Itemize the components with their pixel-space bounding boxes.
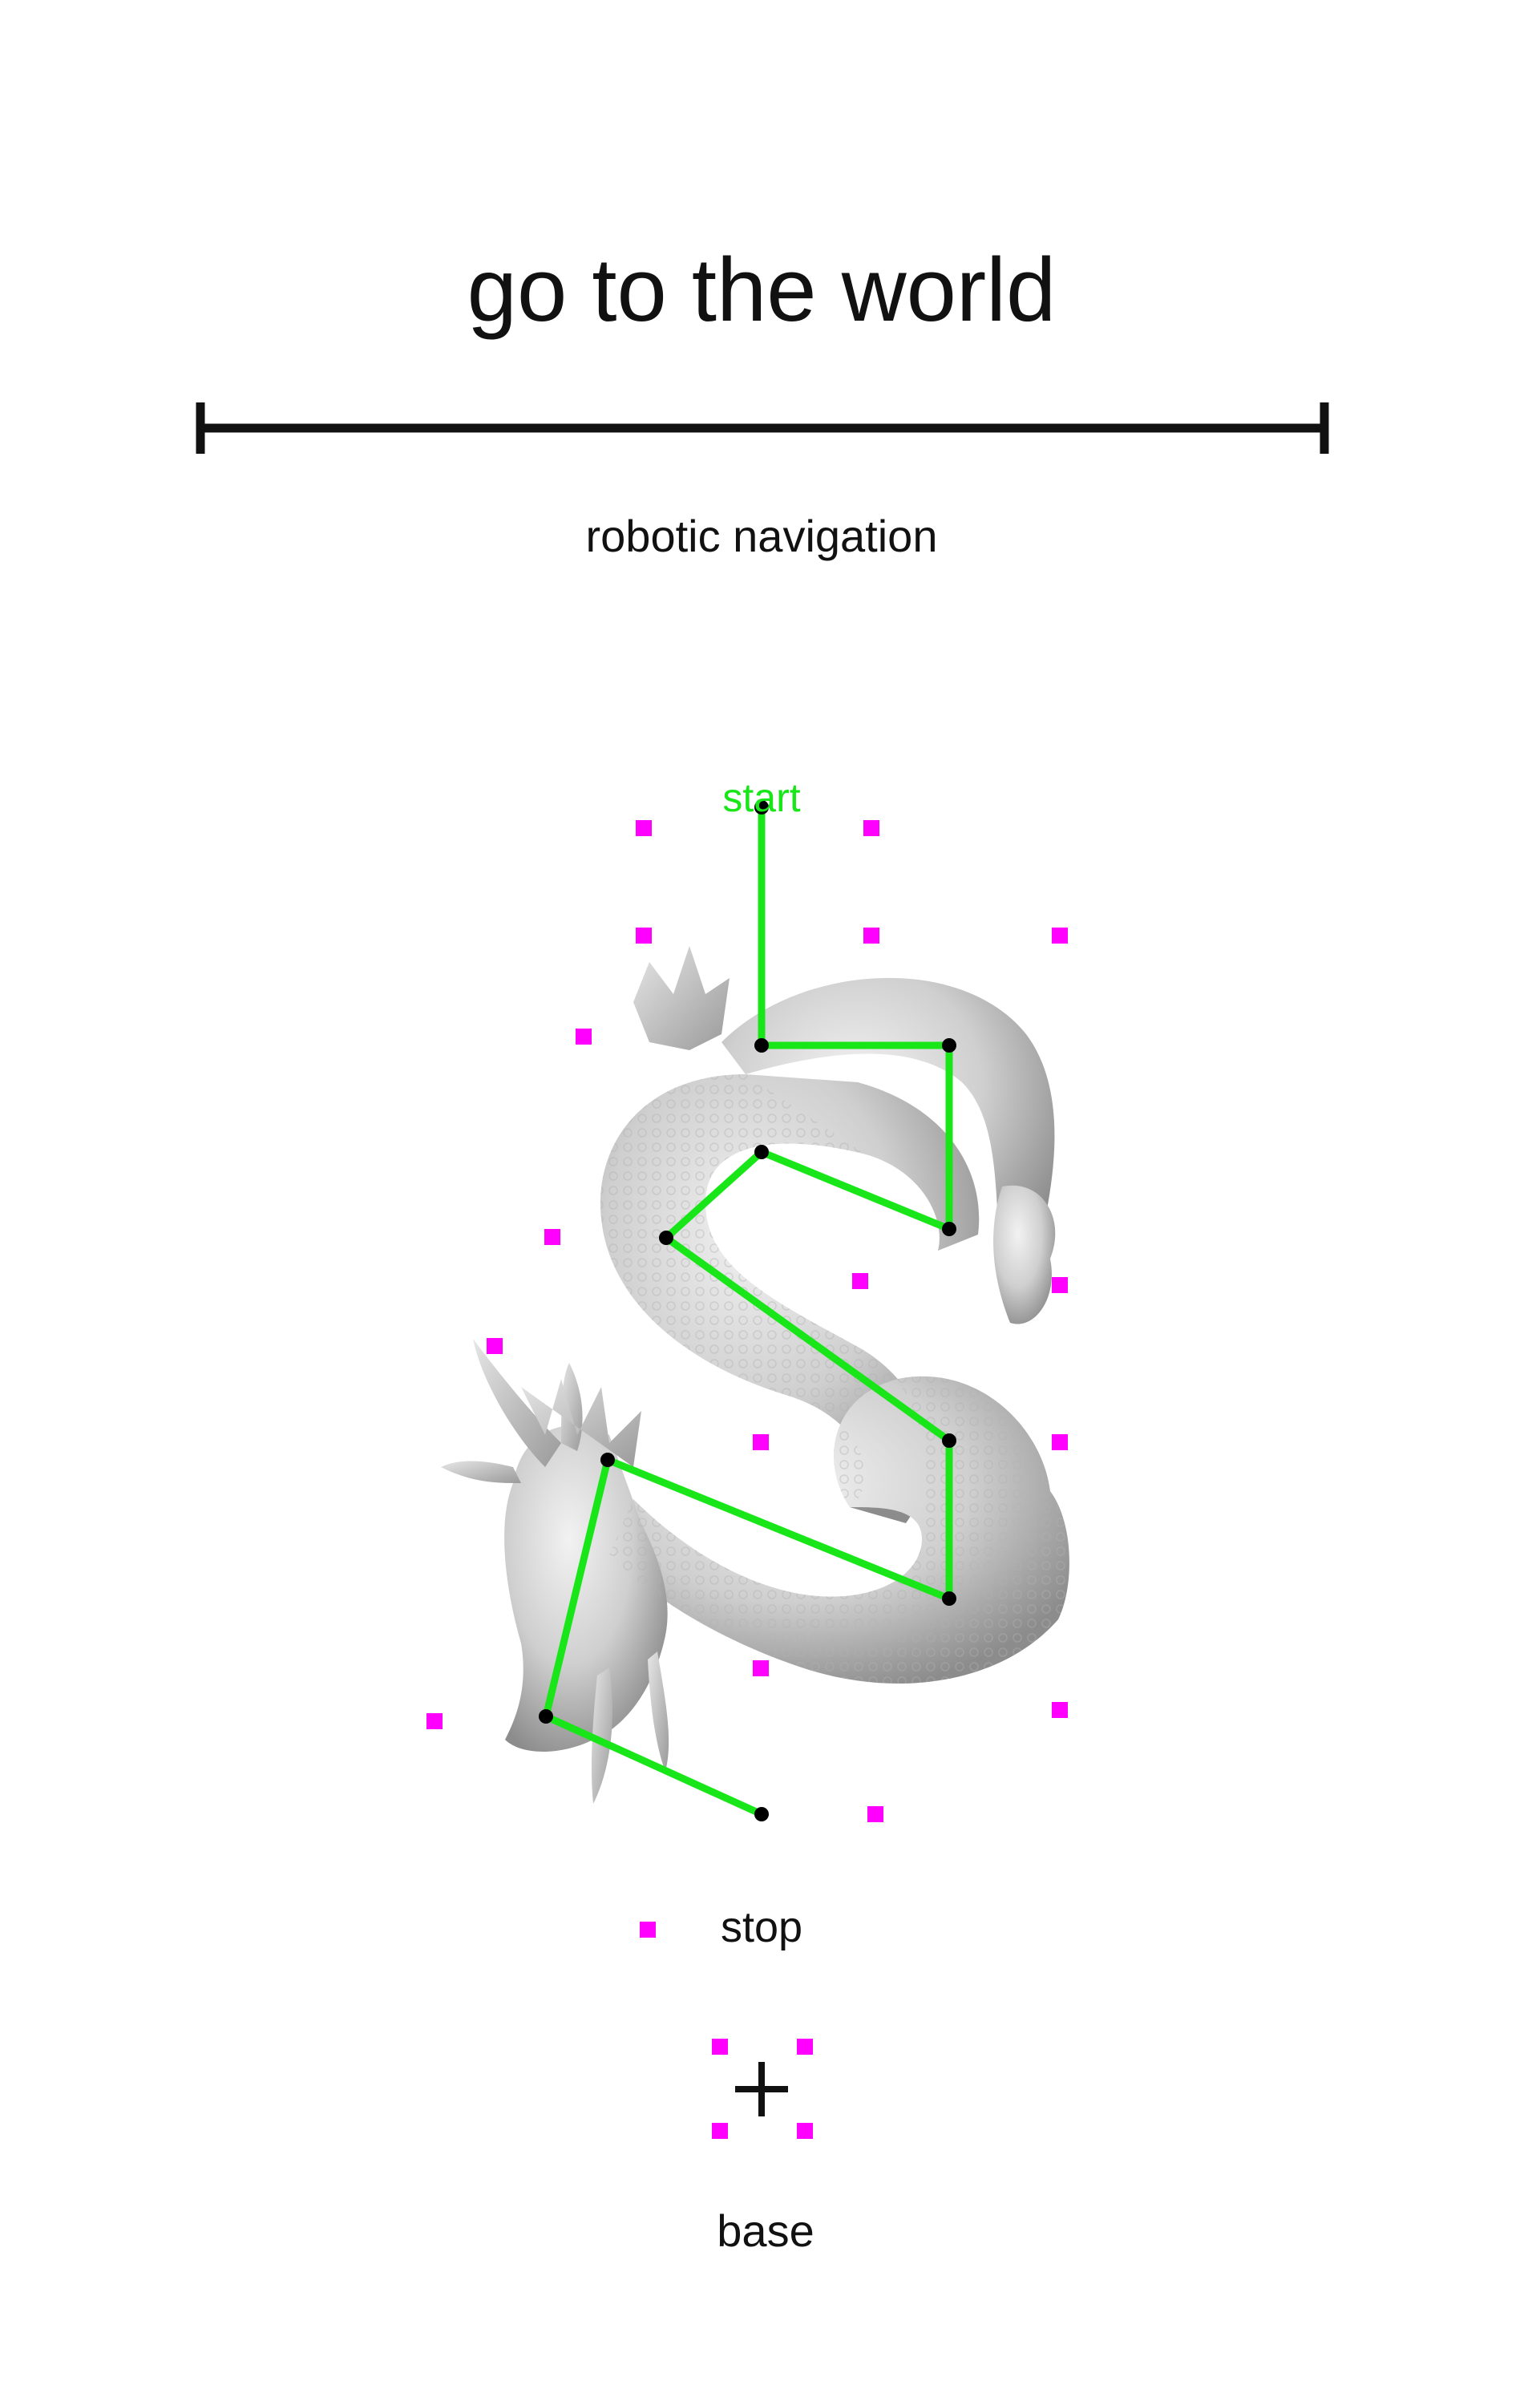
legend-stop-label: stop	[721, 1903, 802, 1951]
stop-marker	[863, 820, 879, 836]
waypoint	[754, 1038, 769, 1053]
stop-marker	[636, 820, 652, 836]
waypoints	[539, 800, 956, 1821]
stop-marker	[852, 1273, 868, 1289]
stop-marker	[544, 1229, 560, 1245]
legend-stop: stop	[640, 1903, 802, 1951]
stop-markers	[426, 820, 1068, 1822]
waypoint	[600, 1453, 615, 1467]
waypoint	[942, 1038, 956, 1053]
crosshair-plus-icon	[712, 2039, 813, 2139]
waypoint	[942, 1591, 956, 1606]
waypoint	[754, 800, 769, 815]
stop-marker	[576, 1029, 592, 1045]
magenta-square-icon	[640, 1922, 656, 1938]
page-title: go to the world	[467, 240, 1057, 340]
stop-marker	[867, 1806, 883, 1822]
stop-marker	[1052, 1277, 1068, 1293]
waypoint	[539, 1709, 553, 1724]
page-subtitle: robotic navigation	[586, 511, 938, 561]
stop-marker	[753, 1660, 769, 1676]
legend-base: base	[712, 2039, 814, 2256]
legend-base-label: base	[717, 2205, 814, 2256]
stop-marker	[1052, 1434, 1068, 1450]
stop-marker	[426, 1713, 443, 1729]
waypoint	[942, 1222, 956, 1236]
waypoint	[754, 1807, 769, 1821]
stop-marker	[1052, 1702, 1068, 1718]
stop-marker	[636, 928, 652, 944]
stop-marker	[487, 1338, 503, 1354]
waypoint	[659, 1231, 673, 1245]
stop-marker	[863, 928, 879, 944]
waypoint	[942, 1433, 956, 1448]
start-label: start	[722, 775, 800, 820]
waypoint	[754, 1145, 769, 1159]
stop-marker	[753, 1434, 769, 1450]
stop-marker	[1052, 928, 1068, 944]
scale-bar	[196, 402, 1329, 454]
